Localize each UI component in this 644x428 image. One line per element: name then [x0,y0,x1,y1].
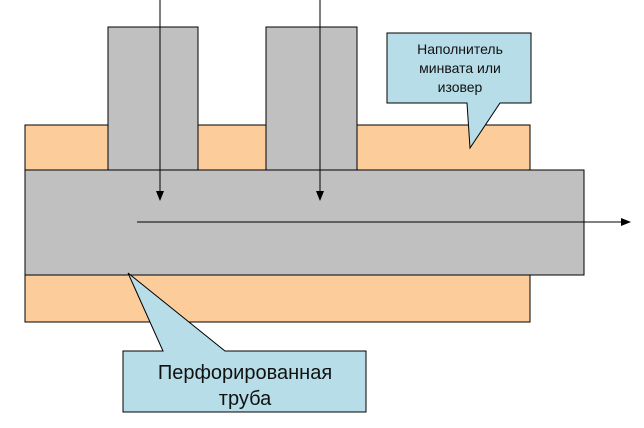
insulation-bottom [24,274,531,323]
inlet-pipe-right [265,26,358,171]
callout-filler-shape [386,32,532,150]
callout-pipe-label: Перфорированная труба [125,360,365,412]
callout-filler-line: Наполнитель [417,41,503,57]
inlet-pipe-left [107,26,199,171]
callout-pipe-line: труба [218,388,272,410]
callout-filler-line: изовер [437,79,483,95]
callout-pipe-line: Перфорированная [157,362,333,384]
callout-filler-label: Наполнитель минвата или изовер [390,40,530,97]
callout-filler-line: минвата или [419,60,501,76]
callout-pipe-shape [122,272,367,413]
